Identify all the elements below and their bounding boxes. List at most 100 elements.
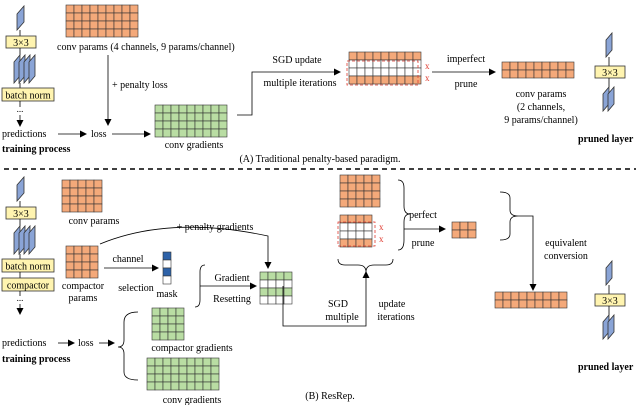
param-cell bbox=[81, 20, 91, 30]
penalty-gradients-label: + penalty gradients bbox=[177, 222, 254, 233]
multiple-iterations-label: multiple iterations bbox=[263, 78, 336, 89]
gradient-cell bbox=[186, 112, 196, 122]
gradient-cell bbox=[259, 295, 269, 305]
gradient-cell bbox=[159, 307, 169, 317]
removed-row-mark: x bbox=[425, 73, 430, 83]
compactor-cell bbox=[81, 253, 91, 263]
compactor-cell bbox=[73, 245, 83, 255]
gradient-cell bbox=[194, 112, 204, 122]
param-cell bbox=[525, 61, 535, 71]
compactor-cell bbox=[89, 269, 99, 279]
conv-params-label: conv params bbox=[69, 216, 120, 227]
param-cell bbox=[380, 67, 390, 77]
mask-cell bbox=[162, 275, 172, 285]
kernel-icon-top bbox=[16, 4, 25, 32]
updated-params-brace bbox=[337, 258, 394, 273]
param-cell bbox=[363, 230, 373, 240]
param-cell bbox=[129, 4, 139, 14]
compactor-cell bbox=[459, 221, 469, 231]
param-cell bbox=[105, 12, 115, 22]
compactor-cell bbox=[81, 245, 91, 255]
gradient-cell bbox=[194, 373, 204, 383]
predictions-label: predictions bbox=[2, 129, 47, 140]
compactor-params-label-2: params bbox=[69, 293, 98, 304]
penalty-loss-label: + penalty loss bbox=[112, 80, 168, 91]
gradient-cell bbox=[210, 104, 220, 114]
compactor-cell bbox=[73, 253, 83, 263]
param-cell bbox=[81, 12, 91, 22]
param-cell bbox=[501, 61, 511, 71]
param-cell bbox=[69, 203, 79, 213]
param-cell bbox=[565, 69, 575, 79]
gradient-cell bbox=[154, 365, 164, 375]
conv-gradients-grid bbox=[146, 357, 220, 391]
perfect-label: perfect bbox=[409, 210, 437, 221]
filter-slice bbox=[16, 175, 25, 203]
param-cell bbox=[347, 230, 357, 240]
panel-b: 3×3 batch norm compactor ... predictions… bbox=[1, 174, 634, 405]
param-cell bbox=[97, 20, 107, 30]
gradient-cell bbox=[202, 120, 212, 130]
compactor-gradients-grid bbox=[151, 307, 185, 341]
removed-row-mark: x bbox=[379, 234, 384, 244]
param-cell bbox=[534, 299, 544, 309]
param-cell bbox=[404, 67, 414, 77]
gradient-cell bbox=[218, 120, 228, 130]
param-cell bbox=[347, 174, 357, 184]
selection-label: selection bbox=[118, 283, 154, 294]
param-cell bbox=[81, 4, 91, 14]
gradient-cell bbox=[186, 104, 196, 114]
param-cell bbox=[541, 69, 551, 79]
param-cell bbox=[510, 299, 520, 309]
compactor-cell bbox=[65, 269, 75, 279]
kernel-size-box bbox=[5, 35, 37, 49]
param-cell bbox=[347, 198, 357, 208]
gradient-cell bbox=[218, 112, 228, 122]
param-cell bbox=[339, 174, 349, 184]
training-process-label: training process bbox=[2, 354, 71, 365]
gradient-cell bbox=[186, 357, 196, 367]
param-cell bbox=[348, 67, 358, 77]
param-cell bbox=[61, 187, 71, 197]
gradient-cell bbox=[154, 104, 164, 114]
kernel-size-label: 3×3 bbox=[13, 38, 29, 49]
gradient-cell bbox=[178, 365, 188, 375]
param-cell bbox=[372, 51, 382, 61]
gradient-cell bbox=[267, 279, 277, 289]
param-cell bbox=[550, 291, 560, 301]
param-cell bbox=[533, 69, 543, 79]
param-cell bbox=[371, 174, 381, 184]
param-cell bbox=[380, 75, 390, 85]
kernel-size-label: 3×3 bbox=[13, 209, 29, 220]
gradient-cell bbox=[202, 381, 212, 391]
gradient-cell bbox=[170, 120, 180, 130]
param-cell bbox=[105, 20, 115, 30]
gradient-cell bbox=[154, 112, 164, 122]
gradient-cell bbox=[146, 381, 156, 391]
param-cell bbox=[347, 222, 357, 232]
param-cell bbox=[77, 187, 87, 197]
kernel-icon-bottom bbox=[16, 175, 25, 203]
gradient-cell bbox=[202, 104, 212, 114]
compactor-params-grid bbox=[65, 245, 99, 279]
gradient-cell bbox=[283, 271, 293, 281]
predictions-label: predictions bbox=[2, 338, 47, 349]
conversion-brace bbox=[499, 191, 519, 241]
param-cell bbox=[89, 28, 99, 38]
compactor-cell bbox=[467, 221, 477, 231]
final-params-grid bbox=[494, 291, 568, 309]
param-cell bbox=[355, 230, 365, 240]
conv-params-grid bbox=[65, 4, 139, 38]
param-cell bbox=[65, 12, 75, 22]
training-process-label: training process bbox=[2, 144, 71, 155]
param-cell bbox=[89, 20, 99, 30]
pruned-compactor-grid bbox=[451, 221, 477, 239]
param-cell bbox=[542, 299, 552, 309]
gradient-cell bbox=[170, 373, 180, 383]
gradient-cell bbox=[146, 357, 156, 367]
conv-params-grid bbox=[61, 179, 103, 213]
param-cell bbox=[364, 67, 374, 77]
param-cell bbox=[355, 198, 365, 208]
compactor-cell bbox=[467, 229, 477, 239]
param-cell bbox=[388, 67, 398, 77]
